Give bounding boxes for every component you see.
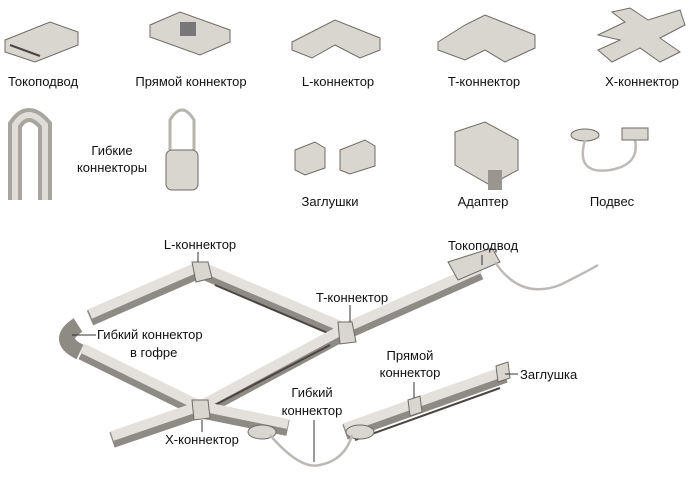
label-adapter: Адаптер — [457, 194, 509, 209]
cables — [269, 261, 599, 467]
adapter-product-icon — [454, 121, 519, 190]
connector-parts — [191, 247, 511, 440]
label-flexible-line2: коннекторы — [76, 160, 148, 175]
diagram-label-flex-corrugated-line1: Гибкий коннектор — [97, 327, 203, 342]
label-end-caps: Заглушки — [301, 194, 359, 209]
flexible-connector-loop-product-icon — [165, 108, 199, 191]
diagram-label-flex-line1: Гибкий — [291, 385, 333, 400]
label-flexible-line1: Гибкие — [91, 143, 133, 158]
straight-connector-product-icon — [149, 11, 231, 56]
label-suspension: Подвес — [589, 194, 635, 209]
power-feed-product-icon — [4, 21, 79, 63]
label-t-connector: T-коннектор — [447, 74, 521, 89]
diagram-label-flex-corrugated-line2: в гофре — [130, 345, 178, 360]
leader-lines — [72, 252, 518, 462]
diagram-label-end-cap: Заглушка — [520, 367, 578, 382]
diagram-label-straight-line2: коннектор — [379, 365, 441, 380]
suspension-product-icon — [570, 127, 649, 172]
label-straight-connector: Прямой коннектор — [135, 74, 247, 89]
end-caps-product-icon — [294, 139, 376, 176]
diagram-label-straight-line1: Прямой — [386, 348, 434, 363]
label-x-connector: X-коннектор — [605, 74, 679, 89]
diagram-label-power-feed: Токоподвод — [447, 238, 519, 253]
l-connector-product-icon — [291, 19, 381, 59]
x-connector-product-icon — [596, 7, 686, 63]
diagram-label-flex-line2: коннектор — [281, 403, 343, 418]
t-connector-product-icon — [437, 14, 536, 63]
diagram-label-l-connector: L-коннектор — [163, 237, 237, 252]
label-power-feed: Токоподвод — [7, 74, 79, 89]
diagram-label-t-connector: T-коннектор — [315, 290, 389, 305]
label-l-connector: L-коннектор — [301, 74, 375, 89]
track-rails — [59, 261, 508, 448]
diagram-label-x-connector: X-коннектор — [165, 432, 239, 447]
flexible-connector-product-icon — [8, 108, 52, 200]
